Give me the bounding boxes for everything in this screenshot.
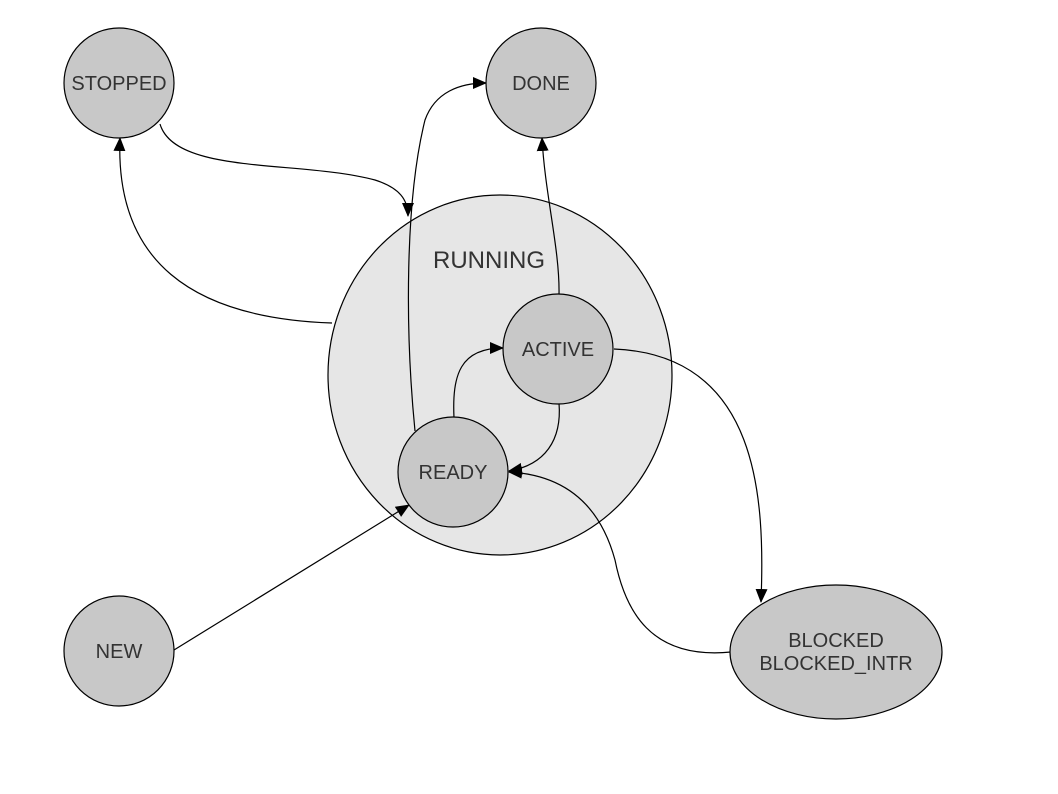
node-active: ACTIVE	[502, 293, 614, 405]
edge-running-to-stopped	[113, 137, 333, 324]
ready-label: READY	[419, 462, 488, 484]
edge-ready-to-active	[453, 342, 504, 419]
node-done: DONE	[485, 27, 597, 139]
node-new: NEW	[63, 595, 175, 707]
edge-blocked-to-ready	[508, 466, 732, 654]
edge-stopped-to-running	[159, 123, 414, 217]
edge-active-to-blocked	[613, 348, 768, 603]
node-ready: READY	[397, 416, 509, 528]
node-stopped: STOPPED	[63, 27, 175, 139]
blocked-label-line2: BLOCKED_INTR	[759, 653, 912, 675]
active-shape	[502, 293, 614, 405]
edge-active-to-done	[536, 137, 560, 296]
running-label: RUNNING	[433, 247, 545, 274]
ready-shape	[397, 416, 509, 528]
edge-ready-to-done	[407, 77, 487, 432]
blocked-label-line1: BLOCKED	[788, 630, 884, 652]
stopped-shape	[63, 27, 175, 139]
stopped-label: STOPPED	[71, 73, 166, 95]
done-label: DONE	[512, 73, 570, 95]
edges	[113, 77, 768, 654]
blocked-shape	[729, 584, 943, 720]
new-shape	[63, 595, 175, 707]
edge-new-to-ready	[173, 504, 410, 651]
active-label: ACTIVE	[522, 339, 594, 361]
node-blocked: BLOCKED BLOCKED_INTR	[729, 584, 943, 720]
new-label: NEW	[96, 641, 143, 663]
done-shape	[485, 27, 597, 139]
